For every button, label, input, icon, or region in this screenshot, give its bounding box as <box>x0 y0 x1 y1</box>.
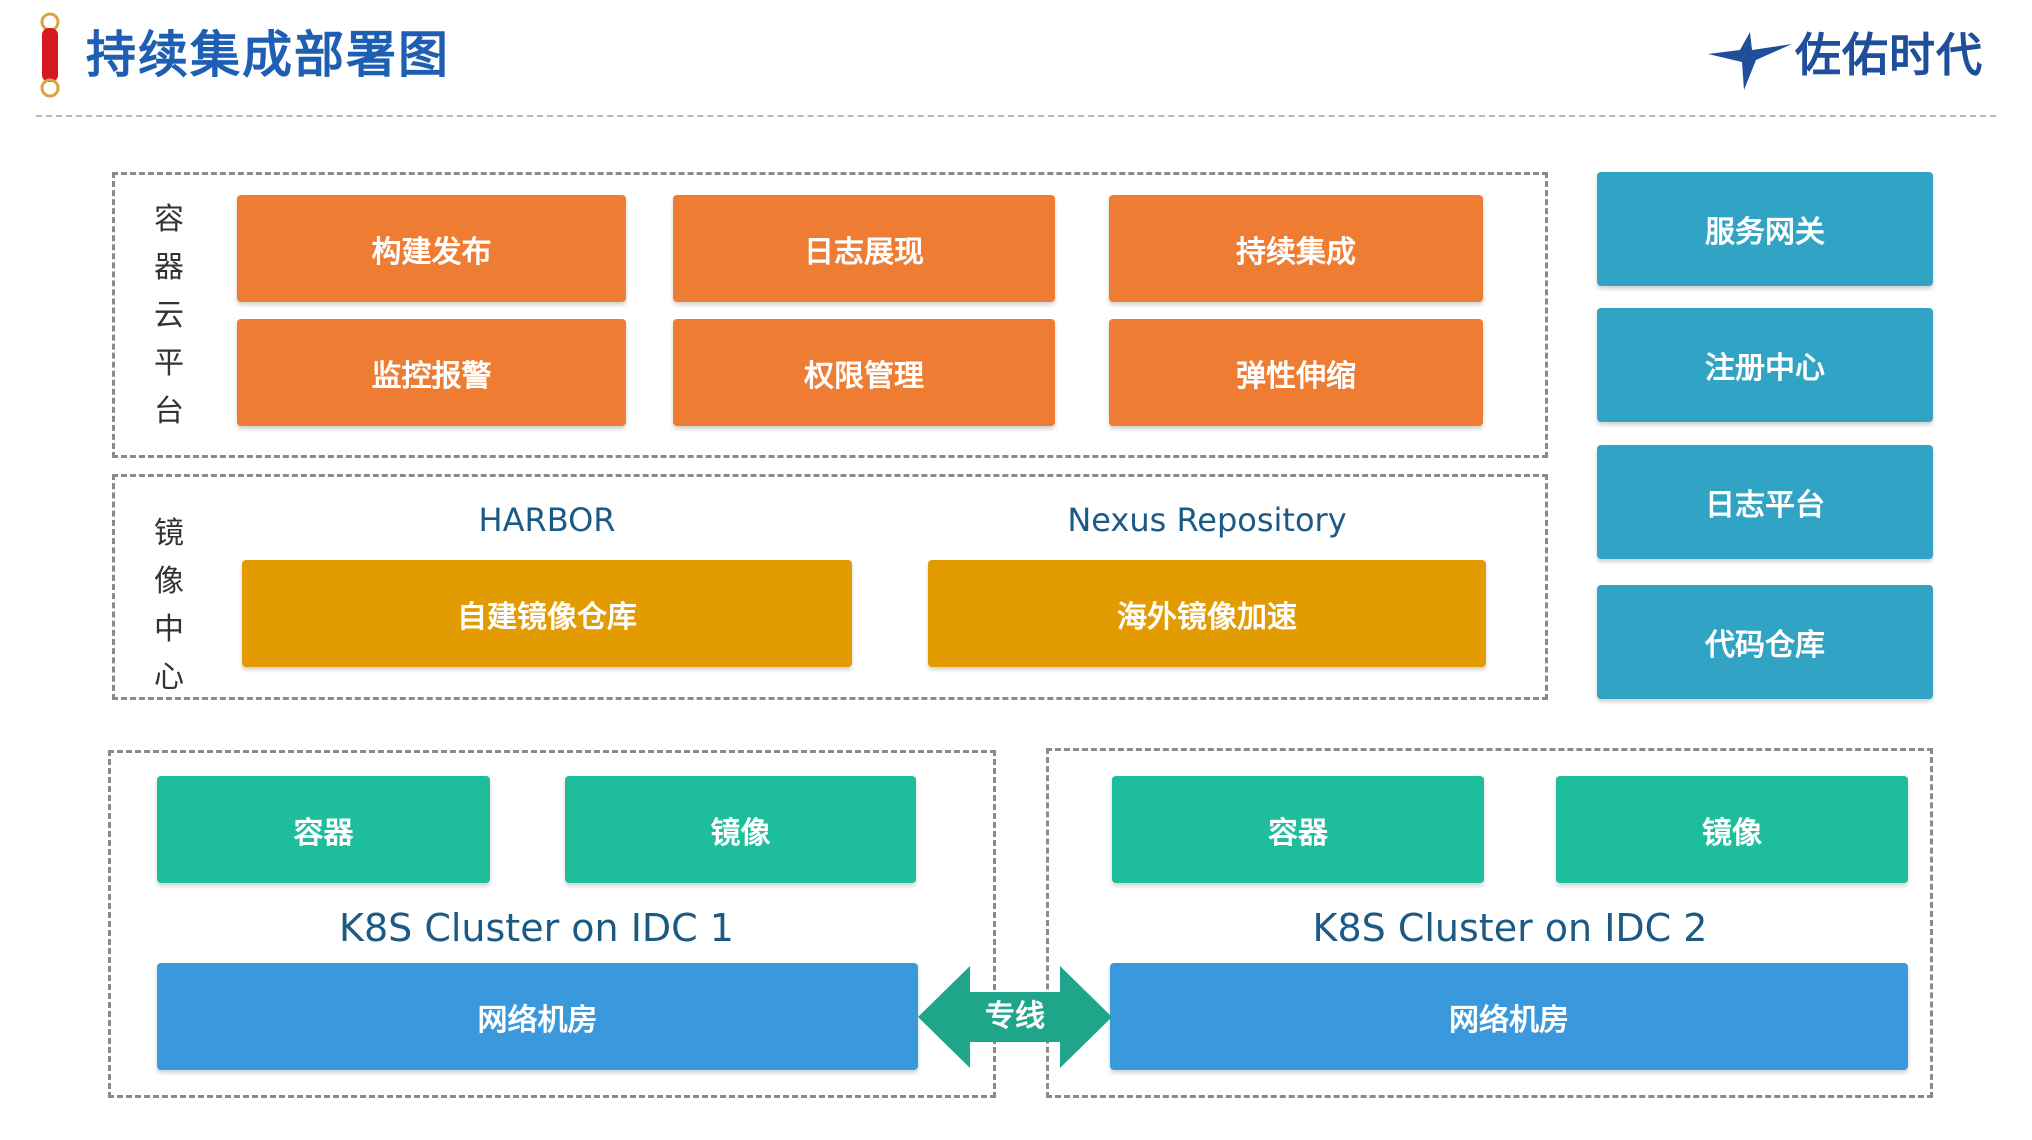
company-logo-text: 佐佑时代 <box>1795 28 1983 82</box>
permission-management-box: 权限管理 <box>673 319 1055 426</box>
build-release-box: 构建发布 <box>237 195 626 302</box>
cluster2-frame <box>1046 748 1933 1098</box>
mirror-center-frame <box>112 474 1548 700</box>
cluster1-image-box: 镜像 <box>565 776 916 883</box>
page-title: 持续集成部署图 <box>86 26 450 84</box>
container-platform-label: 容器云平台 <box>154 202 184 429</box>
mirror-center-label: 镜像中心 <box>154 516 184 695</box>
header-divider <box>36 115 1996 117</box>
continuous-integration-box: 持续集成 <box>1109 195 1483 302</box>
cluster2-image-box: 镜像 <box>1556 776 1908 883</box>
overseas-mirror-acceleration-box: 海外镜像加速 <box>928 560 1486 667</box>
dedicated-line-label: 专线 <box>985 999 1045 1034</box>
cluster2-container-box: 容器 <box>1112 776 1484 883</box>
header-accent-icon <box>40 12 60 98</box>
nexus-caption: Nexus Repository <box>1067 501 1347 539</box>
cluster1-title: K8S Cluster on IDC 1 <box>339 906 734 950</box>
cluster1-container-box: 容器 <box>157 776 490 883</box>
company-logo-icon <box>1708 32 1792 90</box>
log-platform-box: 日志平台 <box>1597 445 1933 559</box>
registry-center-box: 注册中心 <box>1597 308 1933 422</box>
monitoring-alert-box: 监控报警 <box>237 319 626 426</box>
cluster2-title: K8S Cluster on IDC 2 <box>1312 906 1708 950</box>
dedicated-line-arrow <box>918 966 1112 1068</box>
cluster1-frame <box>108 750 996 1098</box>
cluster2-network-room-box: 网络机房 <box>1110 963 1908 1070</box>
harbor-caption: HARBOR <box>478 501 616 539</box>
log-display-box: 日志展现 <box>673 195 1055 302</box>
self-built-registry-box: 自建镜像仓库 <box>242 560 852 667</box>
elastic-scaling-box: 弹性伸缩 <box>1109 319 1483 426</box>
code-repository-box: 代码仓库 <box>1597 585 1933 699</box>
container-platform-frame <box>112 172 1548 458</box>
cluster1-network-room-box: 网络机房 <box>157 963 918 1070</box>
service-gateway-box: 服务网关 <box>1597 172 1933 286</box>
